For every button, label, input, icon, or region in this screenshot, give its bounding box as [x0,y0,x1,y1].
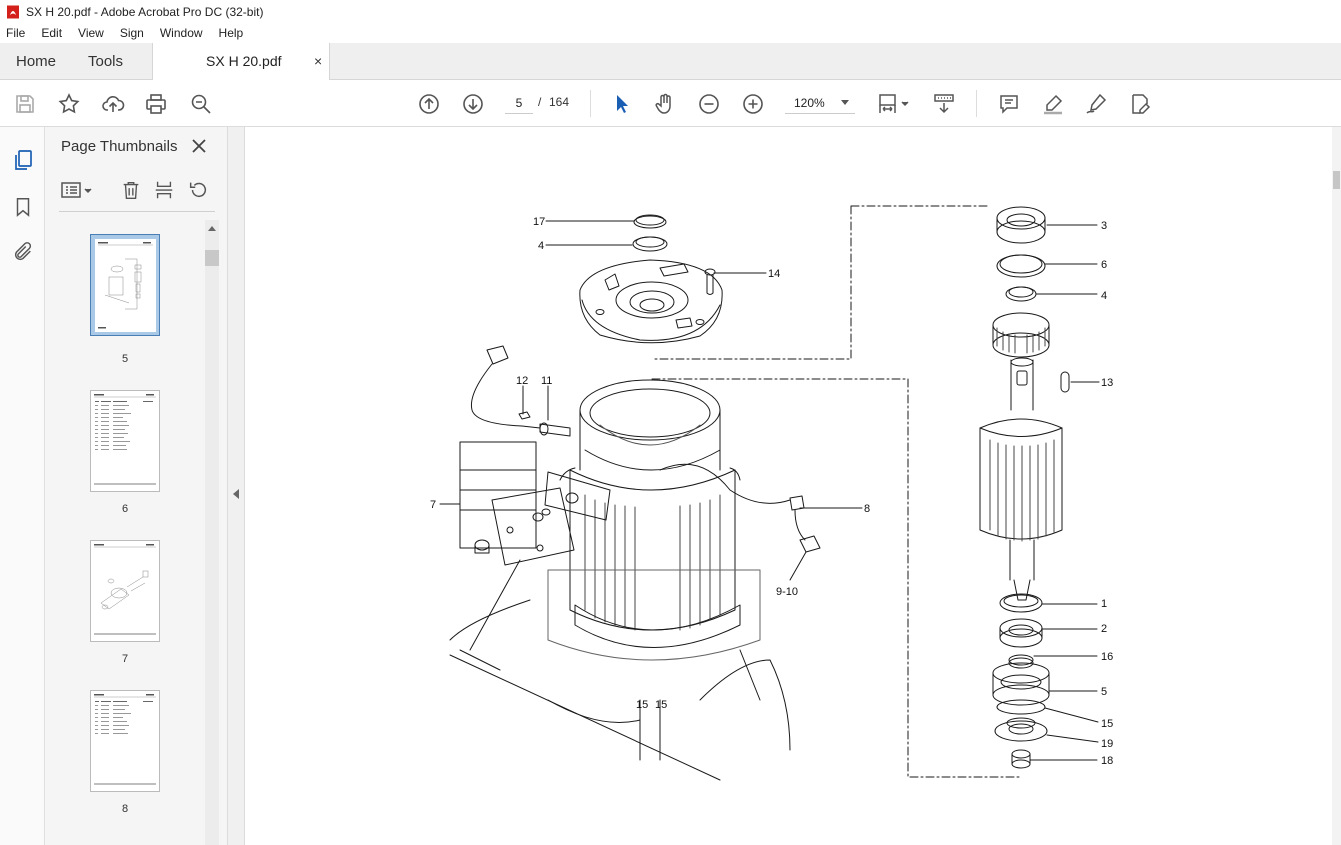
edit-pdf-icon[interactable] [1127,91,1153,117]
thumbnail-label-5: 5 [121,353,129,365]
menu-help[interactable]: Help [218,26,244,40]
thumbnail-page-5[interactable] [90,234,160,336]
page-separator: / [538,95,542,109]
document-scrollbar[interactable] [1332,127,1341,845]
save-icon[interactable] [12,91,38,117]
chevron-down-icon [841,100,849,105]
bookmark-star-icon[interactable] [56,91,82,117]
menu-sign[interactable]: Sign [119,26,144,40]
highlight-pen-icon[interactable] [1040,91,1066,117]
callout-13: 13 [1101,377,1113,389]
collapse-left-arrow-icon[interactable] [233,489,239,499]
comment-icon[interactable] [996,91,1022,117]
tab-document-label: SX H 20.pdf [206,53,282,69]
callout-4-right: 4 [1101,290,1107,302]
tab-tools[interactable]: Tools [88,53,124,70]
attachments-icon[interactable] [10,239,36,265]
acrobat-app-icon [7,5,19,18]
callout-9-10: 9-10 [776,586,798,598]
thumbnail-page-7[interactable] [90,540,160,642]
thumbnail-label-8: 8 [121,803,129,815]
insert-page-icon[interactable] [152,178,176,202]
tab-home[interactable]: Home [16,53,57,70]
collapse-panel-strip[interactable] [228,127,245,845]
left-nav-rail [0,127,45,845]
document-scrollbar-thumb[interactable] [1333,171,1340,189]
rotate-page-icon[interactable] [186,178,210,202]
zoom-level-value: 120% [794,96,825,110]
thumbnail-page-8[interactable] [90,690,160,792]
callout-4-top: 4 [538,240,544,252]
callout-19: 19 [1101,738,1113,750]
current-page-input[interactable] [505,92,533,114]
select-cursor-icon[interactable] [608,91,634,117]
panel-title: Page Thumbnails [61,138,178,155]
bookmarks-icon[interactable] [10,194,36,220]
menu-view[interactable]: View [78,26,104,40]
zoom-out-icon[interactable] [696,91,722,117]
upload-cloud-icon[interactable] [100,91,126,117]
thumbnail-page-6[interactable] [90,390,160,492]
menu-edit[interactable]: Edit [41,26,63,40]
callout-11: 11 [541,375,552,387]
next-page-icon[interactable] [460,91,486,117]
callout-5: 5 [1101,686,1107,698]
main-toolbar: / 164 120% [0,80,1341,127]
window-title: SX H 20.pdf - Adobe Acrobat Pro DC (32-b… [26,4,264,19]
thumbnail-label-7: 7 [121,653,129,665]
callout-7: 7 [430,499,436,511]
title-bar: SX H 20.pdf - Adobe Acrobat Pro DC (32-b… [0,0,1341,23]
page-thumbnails-panel: Page Thumbnails [45,127,228,845]
page-count: 164 [549,95,570,109]
callout-14: 14 [768,268,780,280]
menu-window[interactable]: Window [159,26,203,40]
thumbnail-scrollbar[interactable] [205,220,219,845]
callout-15-base-b: 15 [655,699,667,711]
document-view[interactable]: 17 4 14 12 11 7 8 9-10 3 6 4 13 1 2 16 5… [245,127,1332,845]
tab-document[interactable]: SX H 20.pdf × [152,43,330,81]
scrolling-mode-icon[interactable] [931,91,957,117]
zoom-level-dropdown[interactable]: 120% [785,92,855,114]
close-panel-icon[interactable] [189,136,209,156]
page-fit-icon[interactable] [876,91,912,117]
callout-15: 15 [1101,718,1113,730]
exploded-parts-drawing: 17 4 14 12 11 7 8 9-10 3 6 4 13 1 2 16 5… [430,205,1113,781]
close-tab-icon[interactable]: × [314,53,323,69]
callout-12: 12 [516,375,528,387]
thumbnail-options-icon[interactable] [59,178,95,202]
thumbnail-label-6: 6 [121,503,129,515]
previous-page-icon[interactable] [416,91,442,117]
callout-6: 6 [1101,259,1107,271]
hand-tool-icon[interactable] [652,91,678,117]
callout-8: 8 [864,503,870,515]
delete-page-icon[interactable] [119,178,143,202]
search-zoom-icon[interactable] [188,91,214,117]
callout-16: 16 [1101,651,1113,663]
page-thumbnails-icon[interactable] [10,147,36,173]
callout-2: 2 [1101,623,1107,635]
callout-18: 18 [1101,755,1113,767]
menu-file[interactable]: File [6,26,26,40]
print-icon[interactable] [143,91,169,117]
scrollbar-thumb[interactable] [205,250,219,266]
callout-15-base-a: 15 [636,699,648,711]
callout-1: 1 [1101,598,1107,610]
menu-bar: File Edit View Sign Window Help [0,23,1341,43]
scroll-up-arrow-icon[interactable] [208,226,216,231]
callout-3: 3 [1101,220,1107,232]
callout-17: 17 [533,216,545,228]
draw-sign-icon[interactable] [1083,91,1109,117]
tab-bar: Home Tools SX H 20.pdf × [0,43,1341,81]
zoom-in-icon[interactable] [740,91,766,117]
